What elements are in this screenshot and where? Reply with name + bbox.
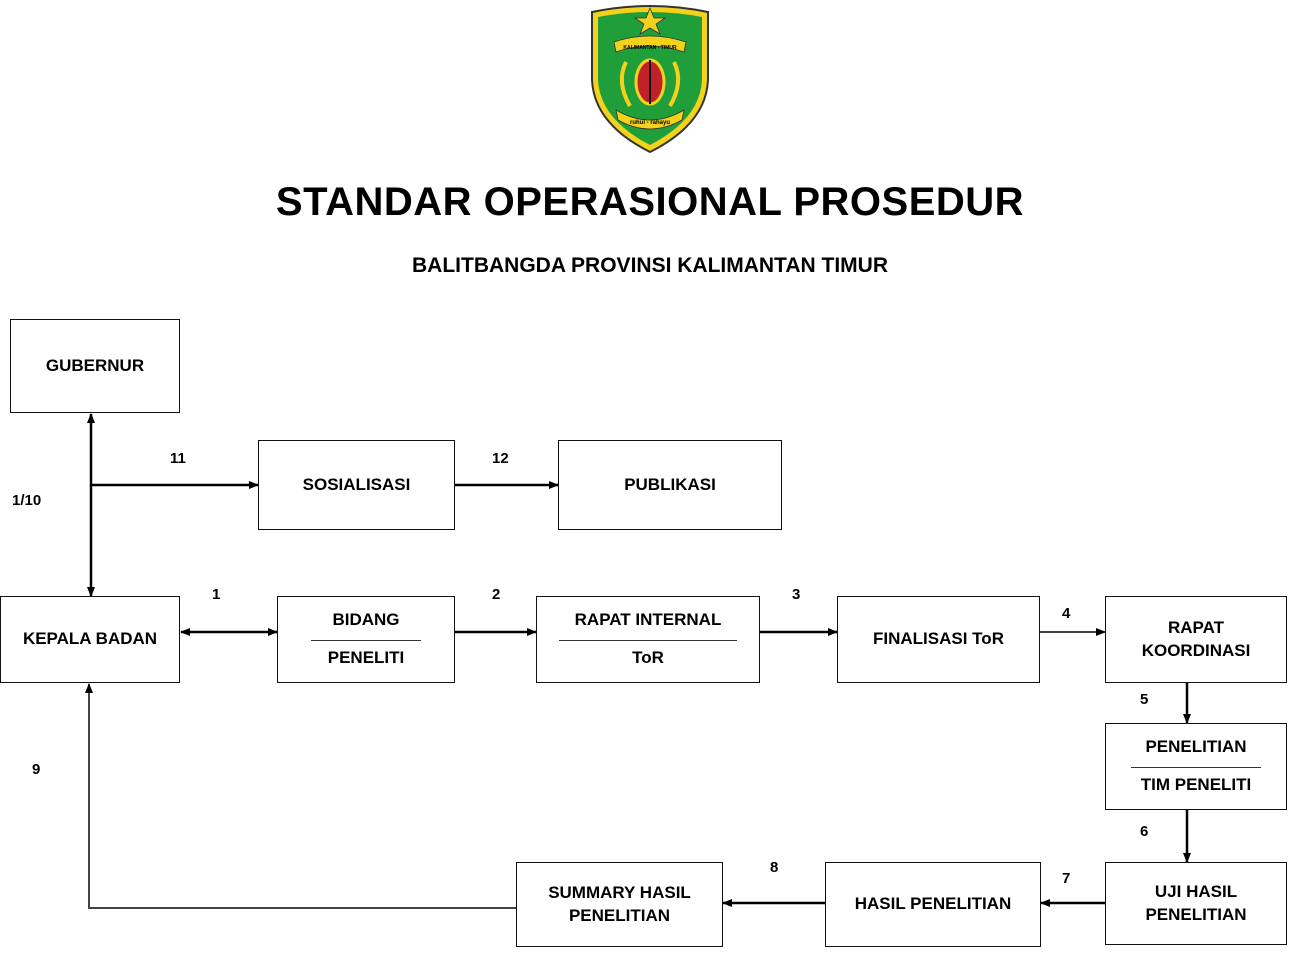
step-label-12: 12 (492, 450, 509, 467)
box-finalisasi-tor: FINALISASI ToR (837, 596, 1040, 683)
tim-peneliti-label: TIM PENELITI (1140, 775, 1252, 794)
page-subtitle: BALITBANGDA PROVINSI KALIMANTAN TIMUR (412, 254, 888, 277)
uji-line1: UJI HASIL (1154, 881, 1238, 901)
sosialisasi-label: SOSIALISASI (302, 474, 411, 494)
box-summary: SUMMARY HASIL PENELITIAN (516, 862, 723, 947)
rapat-koordinasi-line1: RAPAT (1167, 617, 1225, 637)
step-label-11: 11 (170, 450, 186, 467)
bidang-label: BIDANG (332, 610, 400, 630)
box-uji-hasil: UJI HASIL PENELITIAN (1105, 862, 1287, 945)
box-rapat-internal: RAPAT INTERNAL ToR (536, 596, 760, 683)
step-label-5: 5 (1140, 691, 1149, 708)
penelitian-label: PENELITIAN (1145, 737, 1247, 757)
step-label-9: 9 (32, 761, 41, 778)
kepala-badan-label: KEPALA BADAN (22, 629, 158, 649)
page-title: STANDAR OPERASIONAL PROSEDUR (275, 180, 1025, 224)
gubernur-label: GUBERNUR (45, 355, 145, 375)
step-label-2: 2 (492, 586, 501, 603)
box-bidang-peneliti: BIDANG PENELITI (277, 596, 455, 683)
summary-line2: PENELITIAN (568, 905, 671, 925)
logo-text-bottom: ruhui - rahayu (630, 120, 670, 126)
ribbon-top (613, 35, 687, 53)
step-label-1-10: 1/10 (12, 492, 42, 509)
box-publikasi: PUBLIKASI (558, 440, 782, 530)
kaltim-emblem-logo: KALIMANTAN - TIMUR ruhui - rahayu (591, 5, 709, 154)
rapat-koordinasi-line2: KOORDINASI (1141, 640, 1251, 660)
arrow-summary-to-kepala (85, 683, 517, 909)
divider (559, 640, 737, 641)
left-wreath (619, 61, 632, 108)
step-label-8: 8 (770, 859, 779, 876)
logo-text-top: KALIMANTAN - TIMUR (623, 45, 677, 51)
step-label-4: 4 (1062, 605, 1071, 622)
box-rapat-koordinasi: RAPAT KOORDINASI (1105, 596, 1287, 683)
box-kepala-badan: KEPALA BADAN (0, 596, 180, 683)
box-penelitian: PENELITIAN TIM PENELITI (1105, 723, 1287, 810)
step-label-6: 6 (1140, 823, 1149, 840)
ribbon-bottom (615, 109, 685, 130)
hasil-label: HASIL PENELITIAN (854, 894, 1012, 914)
uji-line2: PENELITIAN (1145, 904, 1247, 924)
step-label-7: 7 (1062, 870, 1071, 887)
box-sosialisasi: SOSIALISASI (258, 440, 455, 530)
divider (311, 640, 421, 641)
step-label-3: 3 (792, 586, 801, 603)
star-icon (633, 6, 667, 35)
box-hasil-penelitian: HASIL PENELITIAN (825, 862, 1041, 947)
peneliti-label: PENELITI (327, 648, 405, 667)
box-gubernur: GUBERNUR (10, 319, 180, 413)
right-wreath (668, 61, 681, 108)
rapat-internal-label: RAPAT INTERNAL (574, 610, 722, 630)
tor-label: ToR (632, 648, 664, 667)
divider (1131, 767, 1261, 768)
summary-line1: SUMMARY HASIL (548, 882, 691, 902)
publikasi-label: PUBLIKASI (624, 474, 716, 494)
finalisasi-label: FINALISASI ToR (873, 629, 1004, 649)
step-label-1: 1 (212, 586, 221, 603)
